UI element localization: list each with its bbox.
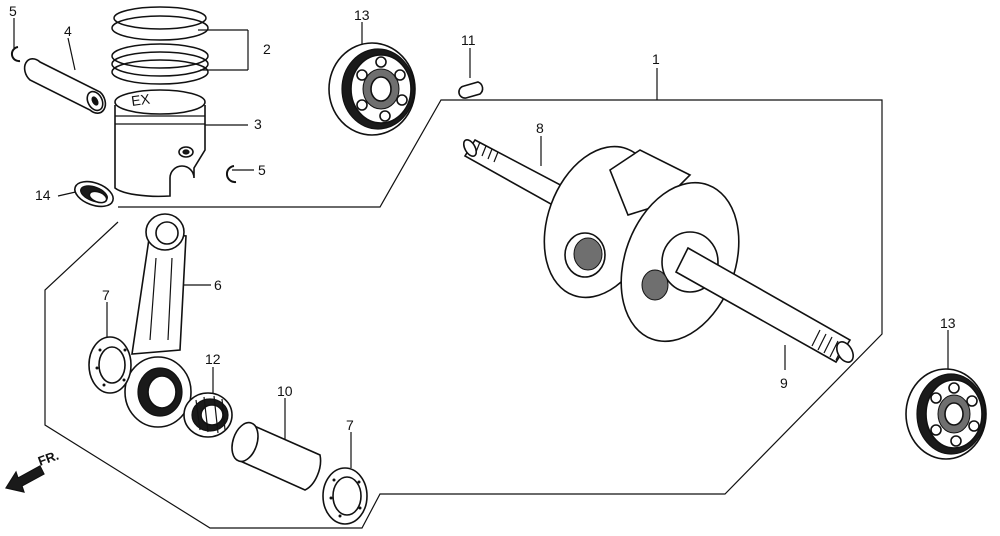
crankshaft-right-half (620, 181, 854, 364)
piston: EX (114, 89, 206, 198)
callout-6: 6 (214, 277, 222, 293)
crank-pin (231, 421, 322, 491)
piston-exhaust-mark: EX (130, 90, 151, 109)
leader-lines (13, 18, 949, 468)
callout-7-left: 7 (102, 287, 110, 303)
callout-1: 1 (652, 51, 660, 67)
crankshaft-assembly-outline (44, 99, 883, 529)
woodruff-key (458, 81, 484, 99)
piston-pin-clip-right (225, 165, 237, 184)
callout-5-right: 5 (258, 162, 266, 178)
callout-10: 10 (277, 383, 293, 399)
callout-numbers: 1 2 3 4 5 5 6 7 7 8 9 10 11 12 13 13 14 (9, 3, 956, 433)
callout-12: 12 (205, 351, 221, 367)
piston-pin (23, 58, 107, 114)
callout-8: 8 (536, 120, 544, 136)
crankshaft-bearing-right (905, 368, 987, 460)
thrust-washer-left (88, 336, 132, 394)
front-label: FR. (36, 448, 61, 469)
big-end-needle-bearing (183, 392, 233, 438)
callout-5-left: 5 (9, 3, 17, 19)
callout-9: 9 (780, 375, 788, 391)
callout-13-top: 13 (354, 7, 370, 23)
thrust-washer-right (322, 467, 368, 525)
crankshaft-bearing-top (328, 42, 416, 136)
callout-2: 2 (263, 41, 271, 57)
callout-3: 3 (254, 116, 262, 132)
callout-14: 14 (35, 187, 51, 203)
callout-13-right: 13 (940, 315, 956, 331)
piston-pin-clip-left (10, 46, 21, 63)
callout-7-right: 7 (346, 417, 354, 433)
callout-4: 4 (64, 23, 72, 39)
connecting-rod (124, 213, 192, 428)
piston-rings (111, 6, 209, 85)
front-arrow-icon (5, 465, 45, 493)
front-direction-indicator: FR. (5, 448, 61, 493)
small-end-needle-bearing (74, 180, 114, 208)
callout-11: 11 (461, 32, 476, 48)
